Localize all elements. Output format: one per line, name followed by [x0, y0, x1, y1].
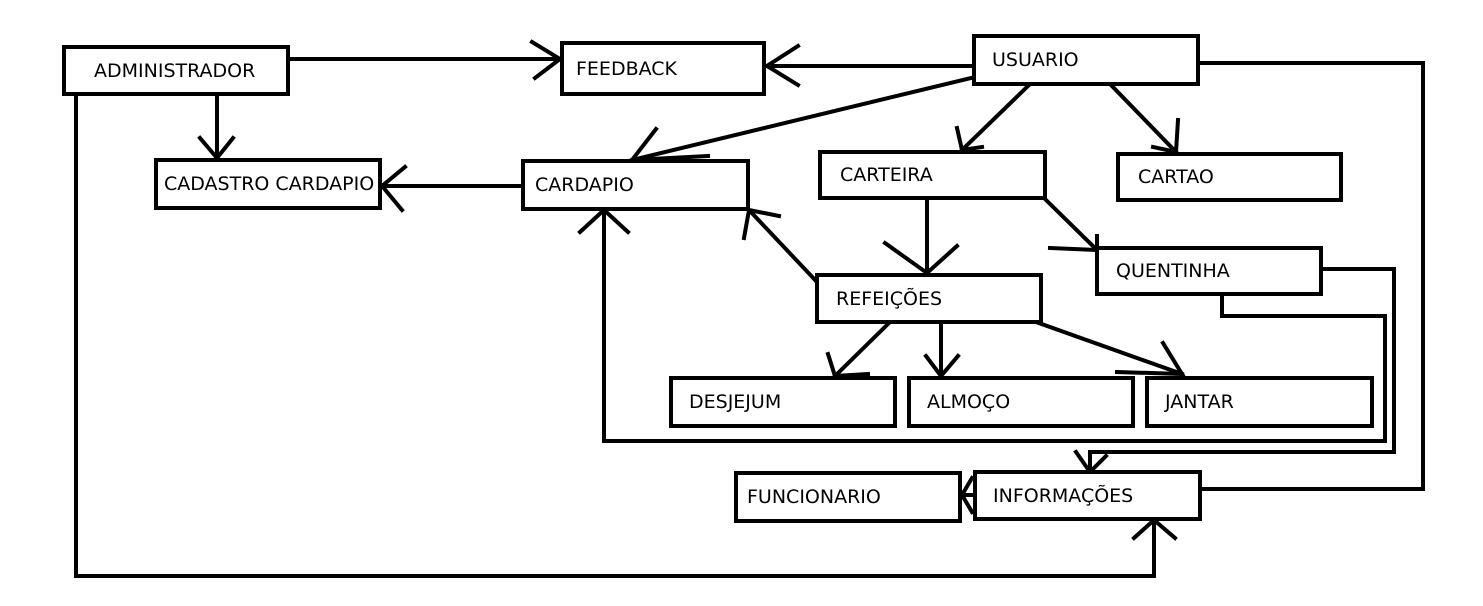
node-informacoes: INFORMAÇÕES [973, 470, 1202, 521]
edge-refeicoes-jantar [1033, 319, 1185, 377]
node-funcionario-label: FUNCIONARIO [747, 486, 881, 508]
edge-quentinha-info [1088, 267, 1396, 474]
node-cadastro-cardapio: CADASTRO CARDAPIO [154, 158, 382, 210]
node-administrador: ADMINISTRADOR [62, 45, 290, 96]
edge-refeicoes-cardapio [746, 207, 820, 285]
edge-usuario-cartao [1109, 83, 1179, 155]
node-cardapio: CARDAPIO [521, 159, 750, 211]
arrowhead-jantar [1114, 340, 1186, 377]
edge-usuario-cardapio [629, 74, 978, 163]
node-cadastro-cardapio-label: CADASTRO CARDAPIO [164, 173, 375, 195]
edge-loop-cardapio [602, 208, 1387, 443]
node-feedback-label: FEEDBACK [576, 57, 677, 80]
edge-usuario-informacoes [1196, 61, 1425, 491]
node-desjejum-label: DESJEJUM [689, 391, 782, 413]
node-quentinha: QUENTINHA [1095, 246, 1323, 296]
edge-carteira-quentinha [1041, 195, 1100, 253]
arrowhead-refeicoes [882, 240, 960, 276]
node-almoco-label: ALMOÇO [927, 391, 1011, 413]
node-usuario: USUARIO [972, 34, 1200, 86]
node-administrador-label: ADMINISTRADOR [94, 59, 256, 82]
arrowhead-carteira [954, 125, 985, 153]
edge-refeicoes-desjejum [832, 319, 893, 379]
node-funcionario: FUNCIONARIO [734, 471, 962, 523]
node-almoco: ALMOÇO [907, 376, 1135, 428]
arrowhead-cadastro-left [379, 164, 408, 213]
arrowhead-feedback-left [763, 43, 801, 88]
node-usuario-label: USUARIO [992, 49, 1079, 71]
node-cartao: CARTAO [1116, 152, 1343, 202]
node-desjejum: DESJEJUM [669, 376, 897, 428]
node-carteira-label: CARTEIRA [840, 164, 933, 186]
arrowhead-cartao [1150, 117, 1181, 155]
node-refeicoes: REFEIÇÕES [815, 273, 1043, 324]
node-jantar: JANTAR [1145, 376, 1374, 428]
node-cardapio-label: CARDAPIO [535, 174, 634, 196]
edge-quentinha-loop [1220, 293, 1387, 318]
arrowhead-funcionario [959, 475, 975, 515]
edge-usuario-carteira [959, 83, 1031, 153]
node-refeicoes-label: REFEIÇÕES [836, 287, 943, 310]
node-jantar-label: JANTAR [1165, 391, 1234, 413]
node-carteira: CARTEIRA [818, 150, 1047, 200]
node-quentinha-label: QUENTINHA [1116, 260, 1230, 282]
node-feedback: FEEDBACK [560, 41, 766, 96]
edge-admin-informacoes [74, 93, 1156, 578]
node-cartao-label: CARTAO [1138, 166, 1214, 188]
node-informacoes-label: INFORMAÇÕES [993, 484, 1134, 507]
